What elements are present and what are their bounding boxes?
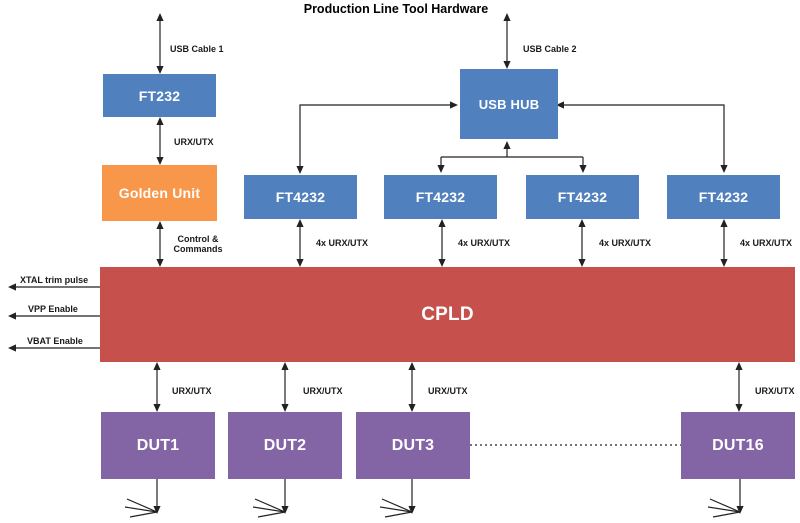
arrow-golden-cpld <box>156 221 164 267</box>
connector-hub-ft4232-4 <box>556 101 728 173</box>
arrow-ft4232-1-cpld <box>296 219 304 267</box>
usb-cable-1-label: USB Cable 1 <box>170 44 224 54</box>
dut3-bus-label: URX/UTX <box>428 386 468 396</box>
arrow-cpld-dut2 <box>281 362 289 412</box>
ft232-golden-bus-label: URX/UTX <box>174 137 214 147</box>
xtal-trim-pulse-label: XTAL trim pulse <box>20 275 89 285</box>
ft4232-block-2: FT4232 <box>384 175 497 219</box>
ft232-block: FT232 <box>103 74 216 117</box>
usb-hub-block: USB HUB <box>460 69 558 139</box>
arrow-cpld-dut16 <box>735 362 743 412</box>
dut2-bus-label: URX/UTX <box>303 386 343 396</box>
arrow-ft4232-4-cpld <box>720 219 728 267</box>
control-line1: Control & <box>177 234 219 244</box>
vpp-enable-label: VPP Enable <box>28 304 78 314</box>
arrow-ft232-golden <box>156 117 164 165</box>
control-line2: Commands <box>173 244 223 254</box>
ft4232-block-3: FT4232 <box>526 175 639 219</box>
arrow-usb-cable-1 <box>156 13 164 74</box>
dut3-block: DUT3 <box>356 412 470 479</box>
arrow-ft4232-2-cpld <box>438 219 446 267</box>
ground-icon <box>124 479 161 518</box>
connector-hub-ft4232-1 <box>296 101 458 174</box>
dut1-bus-label: URX/UTX <box>172 386 212 396</box>
cpld-block: CPLD <box>100 267 795 362</box>
dut16-bus-label: URX/UTX <box>755 386 795 396</box>
arrow-cpld-dut3 <box>408 362 416 412</box>
control-commands-label: Control & Commands <box>166 234 230 254</box>
ground-icon <box>707 479 744 518</box>
golden-unit-block: Golden Unit <box>102 165 217 221</box>
arrow-ft4232-3-cpld <box>578 219 586 267</box>
usb-cable-2-label: USB Cable 2 <box>523 44 577 54</box>
dut2-block: DUT2 <box>228 412 342 479</box>
dut16-block: DUT16 <box>681 412 795 479</box>
ground-icon <box>379 479 416 518</box>
ft4232-4-bus-label: 4x URX/UTX <box>740 238 793 248</box>
ft4232-block-1: FT4232 <box>244 175 357 219</box>
ft4232-3-bus-label: 4x URX/UTX <box>599 238 652 248</box>
ft4232-block-4: FT4232 <box>667 175 780 219</box>
ft4232-2-bus-label: 4x URX/UTX <box>458 238 511 248</box>
diagram-title: Production Line Tool Hardware <box>303 2 489 16</box>
connector-hub-ft4232-2-3 <box>437 141 587 173</box>
ground-icon <box>252 479 289 518</box>
dut1-block: DUT1 <box>101 412 215 479</box>
arrow-usb-cable-2 <box>503 13 511 69</box>
ft4232-1-bus-label: 4x URX/UTX <box>316 238 369 248</box>
arrow-cpld-dut1 <box>153 362 161 412</box>
vbat-enable-label: VBAT Enable <box>27 336 83 346</box>
